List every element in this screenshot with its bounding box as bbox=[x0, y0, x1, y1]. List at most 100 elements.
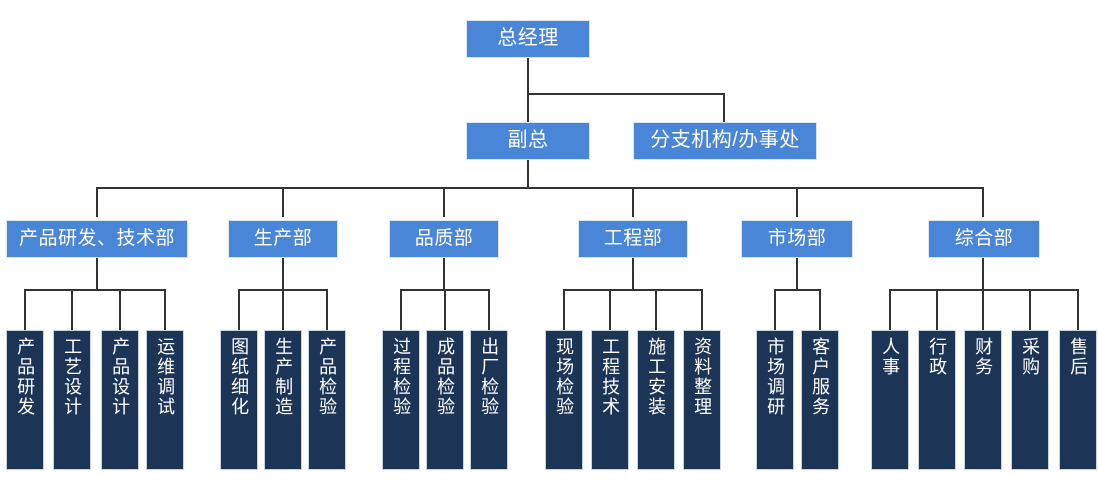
connector-dept4-leaf-3 bbox=[655, 289, 657, 330]
connector-dept5-leaf-2 bbox=[819, 289, 821, 330]
connector-dept4-leaf-4 bbox=[701, 289, 703, 330]
node-label: 出厂检验 bbox=[479, 337, 500, 417]
connector-dept2-leaf-2 bbox=[282, 289, 284, 330]
node-leaf-document-organize[interactable]: 资料整理 bbox=[683, 330, 721, 470]
connector-dept6-stem bbox=[982, 258, 984, 290]
connector-bar-to-dept-1 bbox=[96, 187, 98, 217]
node-leaf-engineering-tech[interactable]: 工程技术 bbox=[591, 330, 629, 470]
connector-dept1-leaf-1 bbox=[24, 289, 26, 330]
connector-dept6-leaf-5 bbox=[1077, 289, 1079, 330]
node-label: 行政 bbox=[927, 337, 948, 377]
node-leaf-manufacturing[interactable]: 生产制造 bbox=[264, 330, 302, 470]
node-leaf-finished-inspection[interactable]: 成品检验 bbox=[426, 330, 464, 470]
node-label: 工程技术 bbox=[600, 337, 621, 417]
connector-gm-to-branch bbox=[723, 93, 725, 122]
node-label: 总经理 bbox=[497, 27, 559, 50]
node-label: 工艺设计 bbox=[62, 337, 83, 417]
node-department-product-rd[interactable]: 产品研发、技术部 bbox=[6, 220, 188, 258]
node-label: 分支机构/办事处 bbox=[650, 129, 800, 152]
connector-department-bar bbox=[96, 187, 984, 189]
connector-bar-to-dept-3 bbox=[443, 187, 445, 217]
node-label: 现场检验 bbox=[554, 337, 575, 417]
node-label: 工程部 bbox=[603, 227, 663, 249]
connector-dept1-stem bbox=[96, 258, 98, 290]
connector-dept4-leaf-2 bbox=[609, 289, 611, 330]
connector-dept6-leaf-4 bbox=[1029, 289, 1031, 330]
connector-bar-to-dept-4 bbox=[632, 187, 634, 217]
node-label: 副总 bbox=[507, 129, 549, 152]
node-label: 人事 bbox=[880, 337, 901, 377]
node-label: 生产部 bbox=[253, 227, 313, 249]
node-branch-office[interactable]: 分支机构/办事处 bbox=[633, 122, 817, 160]
node-label: 售后 bbox=[1068, 337, 1089, 377]
node-label: 综合部 bbox=[954, 227, 1014, 249]
node-vice-president[interactable]: 副总 bbox=[466, 122, 590, 160]
node-leaf-market-research[interactable]: 市场调研 bbox=[756, 330, 794, 470]
connector-dept4-leaf-1 bbox=[563, 289, 565, 330]
node-department-general-affairs[interactable]: 综合部 bbox=[928, 220, 1040, 258]
node-general-manager[interactable]: 总经理 bbox=[466, 20, 590, 58]
node-label: 资料整理 bbox=[692, 337, 713, 417]
connector-dept5-bar bbox=[774, 289, 821, 291]
node-leaf-drawing-detail[interactable]: 图纸细化 bbox=[220, 330, 258, 470]
node-department-market[interactable]: 市场部 bbox=[741, 220, 853, 258]
node-department-quality[interactable]: 品质部 bbox=[389, 220, 499, 258]
connector-dept3-leaf-2 bbox=[444, 289, 446, 330]
connector-dept3-stem bbox=[443, 258, 445, 290]
node-leaf-site-inspection[interactable]: 现场检验 bbox=[545, 330, 583, 470]
node-leaf-after-sales[interactable]: 售后 bbox=[1059, 330, 1097, 470]
connector-dept1-leaf-3 bbox=[119, 289, 121, 330]
connector-dept2-leaf-3 bbox=[326, 289, 328, 330]
connector-dept5-leaf-1 bbox=[774, 289, 776, 330]
node-leaf-customer-service[interactable]: 客户服务 bbox=[801, 330, 839, 470]
connector-dept3-leaf-1 bbox=[400, 289, 402, 330]
node-label: 财务 bbox=[973, 337, 994, 377]
node-label: 运维调试 bbox=[155, 337, 176, 417]
connector-gm-to-vp bbox=[527, 93, 529, 122]
connector-dept2-stem bbox=[282, 258, 284, 290]
connector-dept3-leaf-3 bbox=[488, 289, 490, 330]
node-label: 客户服务 bbox=[810, 337, 831, 417]
node-leaf-construction-install[interactable]: 施工安装 bbox=[637, 330, 675, 470]
node-leaf-ops-debug[interactable]: 运维调试 bbox=[146, 330, 184, 470]
connector-dept1-leaf-4 bbox=[164, 289, 166, 330]
node-leaf-administration[interactable]: 行政 bbox=[918, 330, 956, 470]
node-leaf-procurement[interactable]: 采购 bbox=[1011, 330, 1049, 470]
node-label: 采购 bbox=[1020, 337, 1041, 377]
connector-gm-split-bar bbox=[527, 93, 725, 95]
connector-dept6-leaf-2 bbox=[936, 289, 938, 330]
node-label: 图纸细化 bbox=[229, 337, 250, 417]
node-leaf-process-design[interactable]: 工艺设计 bbox=[53, 330, 91, 470]
node-leaf-product-inspection[interactable]: 产品检验 bbox=[308, 330, 346, 470]
node-leaf-factory-inspection[interactable]: 出厂检验 bbox=[470, 330, 508, 470]
connector-dept4-bar bbox=[563, 289, 703, 291]
node-label: 产品研发、技术部 bbox=[18, 227, 175, 249]
node-leaf-finance[interactable]: 财务 bbox=[964, 330, 1002, 470]
connector-vp-stem bbox=[527, 160, 529, 189]
connector-bar-to-dept-2 bbox=[282, 187, 284, 217]
node-leaf-process-inspection[interactable]: 过程检验 bbox=[382, 330, 420, 470]
connector-dept1-leaf-2 bbox=[71, 289, 73, 330]
node-leaf-human-resources[interactable]: 人事 bbox=[871, 330, 909, 470]
node-label: 产品研发 bbox=[15, 337, 36, 417]
node-label: 过程检验 bbox=[391, 337, 412, 417]
node-label: 市场部 bbox=[767, 227, 827, 249]
node-leaf-product-design[interactable]: 产品设计 bbox=[101, 330, 139, 470]
connector-dept6-leaf-1 bbox=[889, 289, 891, 330]
node-label: 生产制造 bbox=[273, 337, 294, 417]
connector-dept2-leaf-1 bbox=[238, 289, 240, 330]
node-label: 成品检验 bbox=[435, 337, 456, 417]
connector-bar-to-dept-6 bbox=[982, 187, 984, 217]
connector-dept6-bar bbox=[889, 289, 1079, 291]
node-leaf-product-rd[interactable]: 产品研发 bbox=[6, 330, 44, 470]
connector-dept4-stem bbox=[632, 258, 634, 290]
node-department-production[interactable]: 生产部 bbox=[228, 220, 338, 258]
node-department-engineering[interactable]: 工程部 bbox=[578, 220, 688, 258]
node-label: 产品设计 bbox=[110, 337, 131, 417]
node-label: 市场调研 bbox=[765, 337, 786, 417]
connector-dept5-stem bbox=[796, 258, 798, 290]
node-label: 施工安装 bbox=[646, 337, 667, 417]
node-label: 产品检验 bbox=[317, 337, 338, 417]
connector-dept6-leaf-3 bbox=[982, 289, 984, 330]
